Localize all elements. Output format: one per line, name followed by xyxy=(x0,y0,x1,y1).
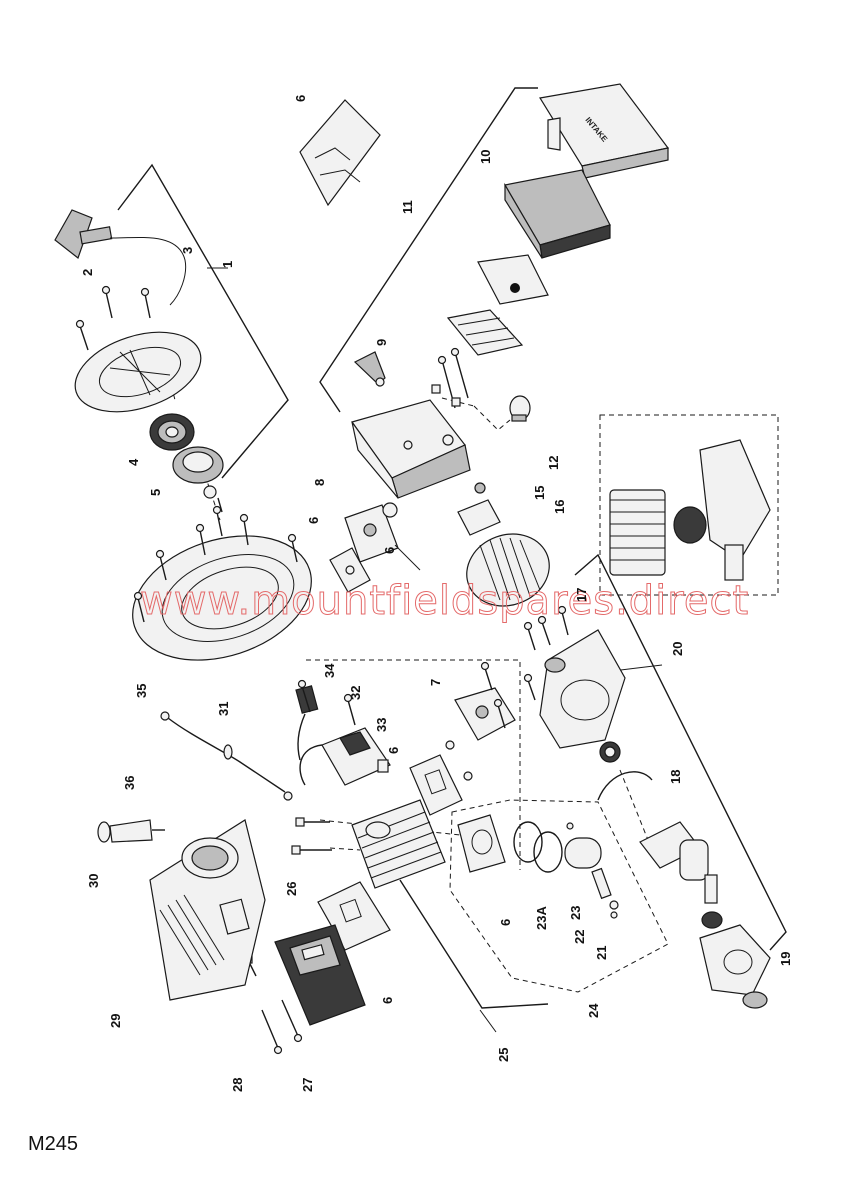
kill-wire xyxy=(160,711,293,801)
muffler xyxy=(274,924,366,1026)
callout-7: 7 xyxy=(428,679,443,686)
starter-housing xyxy=(74,331,202,413)
callout-2: 2 xyxy=(80,269,95,276)
callout-29: 29 xyxy=(108,1014,123,1028)
callout-30: 30 xyxy=(86,874,101,888)
callout-5: 5 xyxy=(148,489,163,496)
air-filter-element xyxy=(504,169,611,259)
piston-group xyxy=(457,814,619,919)
air-box-housing xyxy=(351,399,471,499)
callout-20: 20 xyxy=(670,642,685,656)
callout-15: 15 xyxy=(532,486,547,500)
callout-17: 17 xyxy=(574,588,589,602)
cylinder-screws xyxy=(291,817,332,855)
circlip xyxy=(597,771,653,801)
callout-labels: 1 2 3 4 5 6 6 6 6 6 6 7 8 9 10 11 12 15 … xyxy=(80,95,793,1092)
callout-18: 18 xyxy=(668,770,683,784)
callout-11: 11 xyxy=(400,200,415,214)
callout-1: 1 xyxy=(220,261,235,268)
carburettor xyxy=(344,502,421,571)
callout-21: 21 xyxy=(594,946,609,960)
callout-33: 33 xyxy=(374,718,389,732)
filter-base-grid xyxy=(446,309,524,356)
callout-6-bag: 6 xyxy=(293,95,308,102)
cylinder xyxy=(351,799,446,889)
crankcase-lower xyxy=(699,924,771,1009)
page-code: M245 xyxy=(28,1133,78,1155)
callout-6-exhaust: 6 xyxy=(380,997,395,1004)
crankcase-screws xyxy=(523,605,569,701)
fan-housing xyxy=(132,535,312,661)
callout-6-oring: 6 xyxy=(382,547,397,554)
callout-26: 26 xyxy=(284,882,299,896)
callout-28: 28 xyxy=(230,1078,245,1092)
callout-6-carb: 6 xyxy=(306,517,321,524)
coil-screws xyxy=(297,679,389,773)
callout-16: 16 xyxy=(552,500,567,514)
engine-detail-inset xyxy=(609,439,771,581)
callout-31: 31 xyxy=(216,702,231,716)
fin-bracket xyxy=(457,482,501,536)
callout-4: 4 xyxy=(126,458,141,466)
primer-bulb xyxy=(509,395,531,422)
crankshaft xyxy=(639,821,723,929)
callout-32: 32 xyxy=(348,686,363,700)
intake-gasket xyxy=(409,754,463,816)
callout-34: 34 xyxy=(322,663,337,678)
callout-35: 35 xyxy=(134,684,149,698)
starter-screws-top xyxy=(75,285,151,351)
watermark: www.mountfieldspares.direct xyxy=(140,578,749,624)
fan-housing-screws xyxy=(133,505,298,623)
choke-lever xyxy=(353,351,386,387)
starter-pulley xyxy=(172,446,224,513)
gasket-bag xyxy=(299,99,381,207)
starter-handle xyxy=(54,209,187,306)
ignition-coil xyxy=(295,685,391,786)
air-filter-cover: INTAKE xyxy=(539,83,670,179)
callout-24: 24 xyxy=(586,1003,601,1018)
callout-6-intake: 6 xyxy=(386,747,401,754)
callout-8: 8 xyxy=(312,479,327,486)
filter-gasket xyxy=(477,254,549,305)
callout-3: 3 xyxy=(180,247,195,254)
spark-plug xyxy=(97,819,165,843)
engine-top-cover xyxy=(149,819,266,1001)
carburettor-gasket xyxy=(329,547,371,593)
callout-12: 12 xyxy=(546,456,561,470)
callout-27: 27 xyxy=(300,1078,315,1092)
callout-19: 19 xyxy=(778,952,793,966)
callout-6-piston: 6 xyxy=(498,919,513,926)
cooling-fins xyxy=(466,533,550,607)
callout-23A: 23A xyxy=(534,906,549,930)
callout-10: 10 xyxy=(478,150,493,164)
callout-22: 22 xyxy=(572,930,587,944)
callout-9: 9 xyxy=(374,339,389,346)
callout-25: 25 xyxy=(496,1048,511,1062)
crankcase-half xyxy=(539,629,626,763)
intake-manifold xyxy=(445,661,516,781)
filter-screws xyxy=(431,347,469,409)
callout-36: 36 xyxy=(122,776,137,790)
recoil-spring xyxy=(149,413,195,451)
callout-23: 23 xyxy=(568,906,583,920)
